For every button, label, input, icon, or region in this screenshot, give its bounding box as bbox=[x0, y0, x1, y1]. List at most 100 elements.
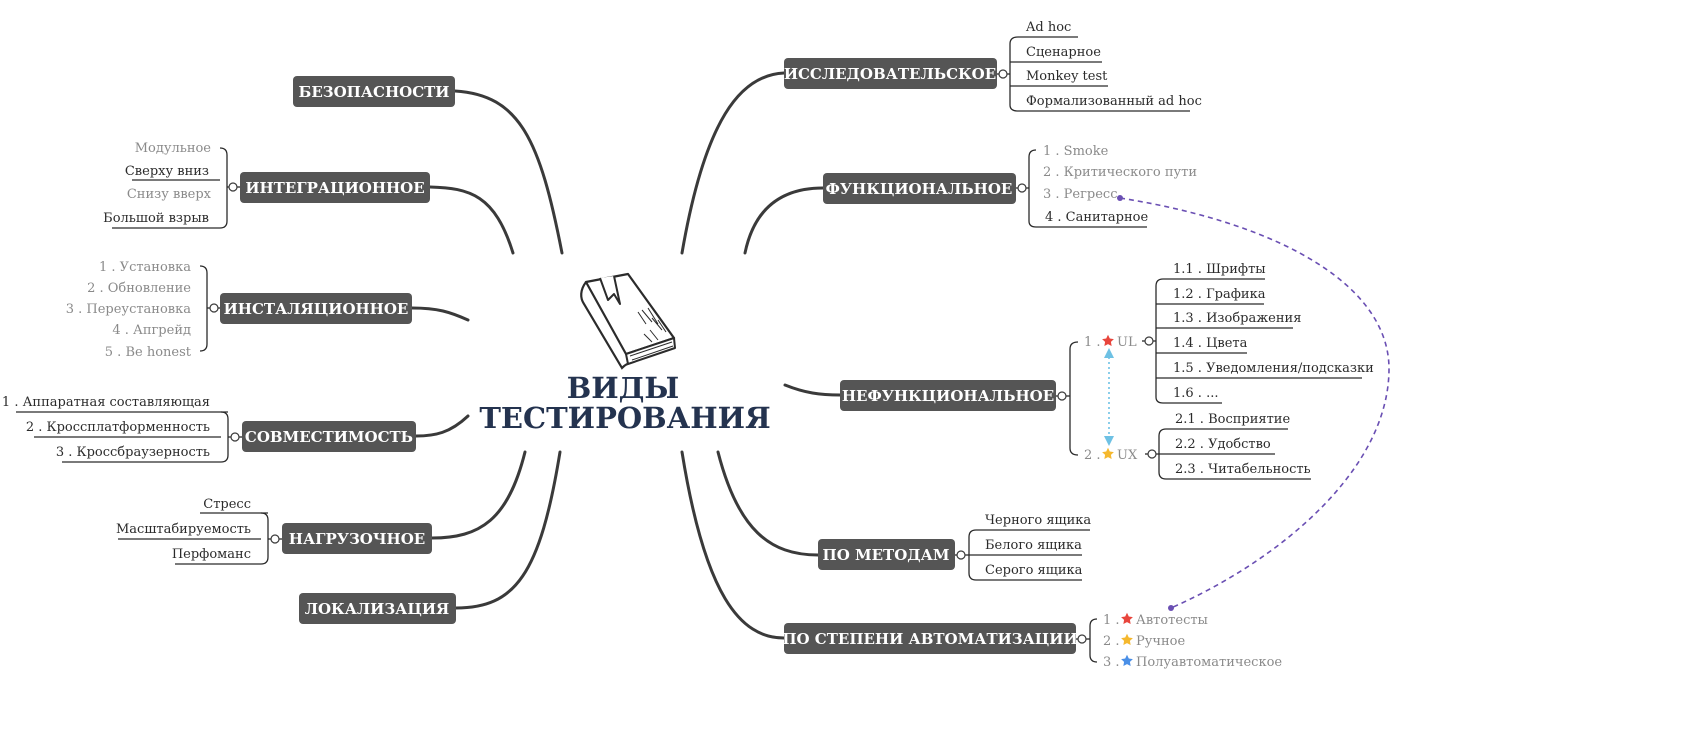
integration-item: Сверху вниз bbox=[125, 164, 209, 179]
branch-automation bbox=[680, 450, 786, 640]
branch-security bbox=[453, 89, 564, 255]
load-subtopics: Стресс Масштабируемость Перфоманс bbox=[116, 497, 282, 565]
branch-load bbox=[430, 450, 527, 540]
topic-integration[interactable]: ИНТЕГРАЦИОННОЕ bbox=[240, 172, 430, 203]
installation-item: 1 . Установка bbox=[99, 260, 191, 275]
load-item: Перфоманс bbox=[172, 547, 251, 562]
title-line-2: ТЕСТИРОВАНИЯ bbox=[479, 401, 770, 435]
main-branches bbox=[410, 71, 842, 640]
topic-security[interactable]: БЕЗОПАСНОСТИ bbox=[293, 76, 455, 107]
compatibility-item: 3 . Кроссбраузерность bbox=[56, 445, 210, 460]
branch-compatibility bbox=[414, 414, 470, 438]
topic-nonfunctional-label: НЕФУНКЦИОНАЛЬНОЕ bbox=[842, 387, 1054, 405]
functional-item: 4 . Санитарное bbox=[1045, 210, 1148, 225]
topic-installation-label: ИНСТАЛЯЦИОННОЕ bbox=[224, 300, 409, 318]
exploratory-item: Ad hoc bbox=[1025, 20, 1071, 35]
title-line-1: ВИДЫ bbox=[567, 371, 680, 405]
topic-exploratory[interactable]: ИССЛЕДОВАТЕЛЬСКОЕ bbox=[784, 58, 997, 89]
installation-subtopics: 1 . Установка 2 . Обновление 3 . Переуст… bbox=[66, 260, 220, 360]
automation-prefix: 3 . bbox=[1103, 655, 1120, 670]
topic-load-label: НАГРУЗОЧНОЕ bbox=[289, 530, 425, 548]
topic-localization-label: ЛОКАЛИЗАЦИЯ bbox=[305, 600, 450, 618]
ul-item: 1.5 . Уведомления/подсказки bbox=[1173, 361, 1374, 376]
topic-nonfunctional[interactable]: НЕФУНКЦИОНАЛЬНОЕ bbox=[840, 380, 1056, 411]
topic-exploratory-label: ИССЛЕДОВАТЕЛЬСКОЕ bbox=[784, 65, 996, 83]
regress-autotest-relationship bbox=[1117, 195, 1390, 611]
book-icon bbox=[580, 272, 676, 370]
ux-node: 2 . UX 2.1 . Восприятие 2.2 . Удобство 2… bbox=[1084, 412, 1311, 480]
star-yellow-icon bbox=[1121, 633, 1133, 646]
integration-item: Снизу вверх bbox=[127, 187, 212, 202]
methods-item: Черного ящика bbox=[985, 513, 1091, 528]
ul-prefix: 1 . bbox=[1084, 335, 1101, 350]
ul-label: UL bbox=[1117, 335, 1137, 350]
topic-localization[interactable]: ЛОКАЛИЗАЦИЯ bbox=[299, 593, 456, 624]
functional-item: 1 . Smoke bbox=[1043, 144, 1109, 159]
ul-item: 1.3 . Изображения bbox=[1173, 311, 1301, 326]
installation-item: 2 . Обновление bbox=[87, 281, 191, 296]
methods-item: Серого ящика bbox=[985, 563, 1083, 578]
ux-item: 2.3 . Читабельность bbox=[1175, 462, 1311, 477]
automation-item: Ручное bbox=[1136, 634, 1185, 649]
automation-prefix: 2 . bbox=[1103, 634, 1120, 649]
topic-automation[interactable]: ПО СТЕПЕНИ АВТОМАТИЗАЦИИ bbox=[782, 623, 1078, 654]
topic-compatibility[interactable]: СОВМЕСТИМОСТЬ bbox=[242, 421, 416, 452]
topic-functional-label: ФУНКЦИОНАЛЬНОЕ bbox=[826, 180, 1013, 198]
branch-methods bbox=[716, 450, 820, 557]
exploratory-item: Сценарное bbox=[1026, 45, 1101, 60]
central-topic: ВИДЫ ТЕСТИРОВАНИЯ bbox=[479, 272, 771, 435]
automation-prefix: 1 . bbox=[1103, 613, 1120, 628]
topic-automation-label: ПО СТЕПЕНИ АВТОМАТИЗАЦИИ bbox=[782, 630, 1077, 648]
ul-item: 1.2 . Графика bbox=[1173, 287, 1266, 302]
automation-subtopics: 1 . Автотесты 2 . Ручное 3 . Полуавтомат… bbox=[1076, 612, 1282, 670]
ul-item: 1.1 . Шрифты bbox=[1173, 262, 1266, 277]
functional-subtopics: 1 . Smoke 2 . Критического пути 3 . Регр… bbox=[1016, 144, 1197, 228]
topic-security-label: БЕЗОПАСНОСТИ bbox=[299, 83, 450, 101]
branch-installation bbox=[410, 306, 470, 322]
integration-item: Большой взрыв bbox=[103, 211, 209, 226]
exploratory-subtopics: Ad hoc Сценарное Monkey test Формализова… bbox=[997, 20, 1202, 112]
branch-integration bbox=[428, 185, 515, 255]
topic-functional[interactable]: ФУНКЦИОНАЛЬНОЕ bbox=[823, 173, 1016, 204]
load-item: Масштабируемость bbox=[116, 522, 251, 537]
topic-integration-label: ИНТЕГРАЦИОННОЕ bbox=[245, 179, 424, 197]
compatibility-item: 1 . Аппаратная составляющая bbox=[2, 395, 210, 410]
methods-item: Белого ящика bbox=[985, 538, 1082, 553]
topic-installation[interactable]: ИНСТАЛЯЦИОННОЕ bbox=[220, 293, 412, 324]
exploratory-item: Формализованный ad hoc bbox=[1026, 94, 1202, 109]
star-red-icon bbox=[1121, 612, 1133, 625]
topic-methods-label: ПО МЕТОДАМ bbox=[823, 546, 950, 564]
star-yellow-icon bbox=[1102, 447, 1114, 460]
star-blue-icon bbox=[1121, 654, 1133, 667]
methods-subtopics: Черного ящика Белого ящика Серого ящика bbox=[955, 513, 1091, 581]
branch-nonfunctional bbox=[783, 383, 842, 397]
installation-item: 5 . Be honest bbox=[105, 345, 192, 360]
ux-item: 2.2 . Удобство bbox=[1175, 437, 1271, 452]
functional-item: 3 . Регресс bbox=[1043, 187, 1118, 202]
compatibility-subtopics: 1 . Аппаратная составляющая 2 . Кросспла… bbox=[2, 395, 242, 463]
ux-prefix: 2 . bbox=[1084, 448, 1101, 463]
ux-item: 2.1 . Восприятие bbox=[1175, 412, 1290, 427]
automation-item: Полуавтоматическое bbox=[1136, 655, 1282, 670]
installation-item: 3 . Переустановка bbox=[66, 302, 192, 317]
branch-functional bbox=[743, 186, 825, 255]
branch-exploratory bbox=[680, 71, 786, 255]
integration-item: Модульное bbox=[135, 141, 212, 156]
functional-item: 2 . Критического пути bbox=[1043, 165, 1197, 180]
integration-subtopics: Модульное Сверху вниз Снизу вверх Большо… bbox=[103, 141, 240, 229]
nonfunctional-subtopics: 1 . UL 1.1 . Шрифты 1.2 . Графика 1.3 . … bbox=[1056, 262, 1374, 480]
installation-item: 4 . Апгрейд bbox=[112, 323, 191, 338]
topic-compatibility-label: СОВМЕСТИМОСТЬ bbox=[245, 428, 413, 446]
ul-item: 1.6 . ... bbox=[1173, 386, 1218, 401]
compatibility-item: 2 . Кроссплатформенность bbox=[26, 420, 210, 435]
ul-ux-relationship bbox=[1104, 348, 1114, 446]
star-red-icon bbox=[1102, 334, 1114, 347]
ul-item: 1.4 . Цвета bbox=[1173, 336, 1248, 351]
topic-methods[interactable]: ПО МЕТОДАМ bbox=[818, 539, 955, 570]
ul-node: 1 . UL 1.1 . Шрифты 1.2 . Графика 1.3 . … bbox=[1084, 262, 1374, 404]
exploratory-item: Monkey test bbox=[1026, 69, 1108, 84]
topic-load[interactable]: НАГРУЗОЧНОЕ bbox=[282, 523, 432, 554]
ux-label: UX bbox=[1117, 448, 1138, 463]
